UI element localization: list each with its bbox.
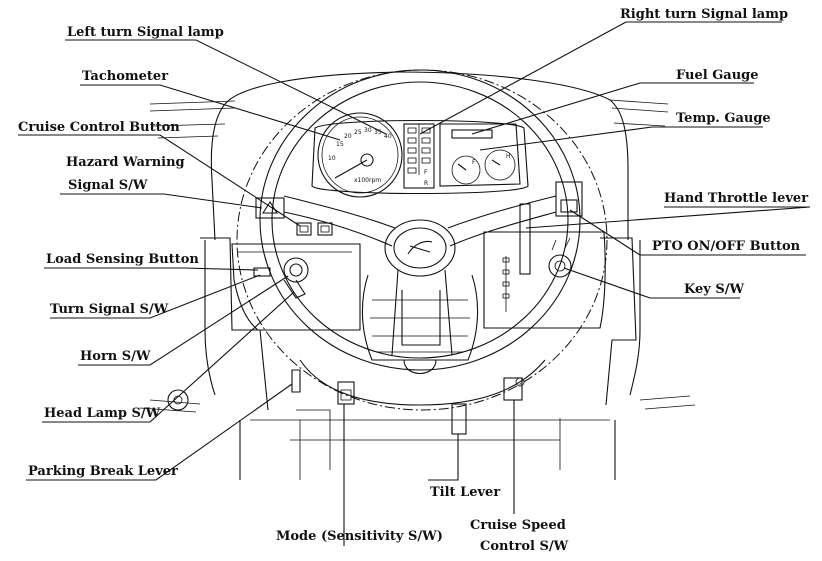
tach-tick-25: 25 — [354, 129, 362, 136]
label-tachometer: Tachometer — [82, 69, 168, 84]
label-temp-gauge: Temp. Gauge — [676, 111, 771, 126]
label-horn-switch: Horn S/W — [80, 349, 151, 364]
labels: Left turn Signal lamp Right turn Signal … — [18, 7, 808, 554]
tach-tick-20: 20 — [344, 133, 352, 140]
label-turn-signal-switch: Turn Signal S/W — [50, 302, 169, 317]
indicator-r: R — [424, 180, 428, 187]
temp-hot-mark: H — [506, 153, 511, 160]
label-load-sensing-button: Load Sensing Button — [46, 252, 199, 267]
label-hand-throttle-lever: Hand Throttle lever — [664, 191, 808, 206]
label-head-lamp-switch: Head Lamp S/W — [44, 406, 161, 421]
indicator-f: F — [424, 169, 428, 176]
tach-tick-35: 35 — [374, 129, 382, 136]
fuel-full-mark: F — [472, 159, 476, 166]
label-parking-brake-lever: Parking Break Lever — [28, 464, 178, 479]
label-cruise-control-button: Cruise Control Button — [18, 120, 180, 135]
tach-tick-30: 30 — [364, 127, 372, 134]
label-key-switch: Key S/W — [684, 282, 745, 297]
label-pto-button: PTO ON/OFF Button — [652, 239, 801, 254]
tach-tick-10: 10 — [328, 155, 336, 162]
leader-lines — [18, 21, 811, 546]
label-right-turn-signal-lamp: Right turn Signal lamp — [620, 7, 788, 22]
label-hazard-warning-line1: Hazard Warning — [66, 155, 185, 170]
dashboard-drawing: 10 15 20 25 30 35 40 x100rpm F R F H — [139, 69, 696, 480]
label-fuel-gauge: Fuel Gauge — [676, 68, 759, 83]
label-cruise-speed-line2: Control S/W — [480, 539, 569, 554]
label-tilt-lever: Tilt Lever — [430, 485, 500, 500]
label-left-turn-signal-lamp: Left turn Signal lamp — [67, 25, 224, 40]
label-hazard-warning-line2: Signal S/W — [68, 178, 148, 193]
tach-tick-40: 40 — [384, 133, 392, 140]
label-mode-switch: Mode (Sensitivity S/W) — [276, 529, 443, 544]
tach-unit: x100rpm — [354, 177, 381, 184]
label-cruise-speed-line1: Cruise Speed — [470, 518, 566, 533]
tach-tick-15: 15 — [336, 141, 344, 148]
